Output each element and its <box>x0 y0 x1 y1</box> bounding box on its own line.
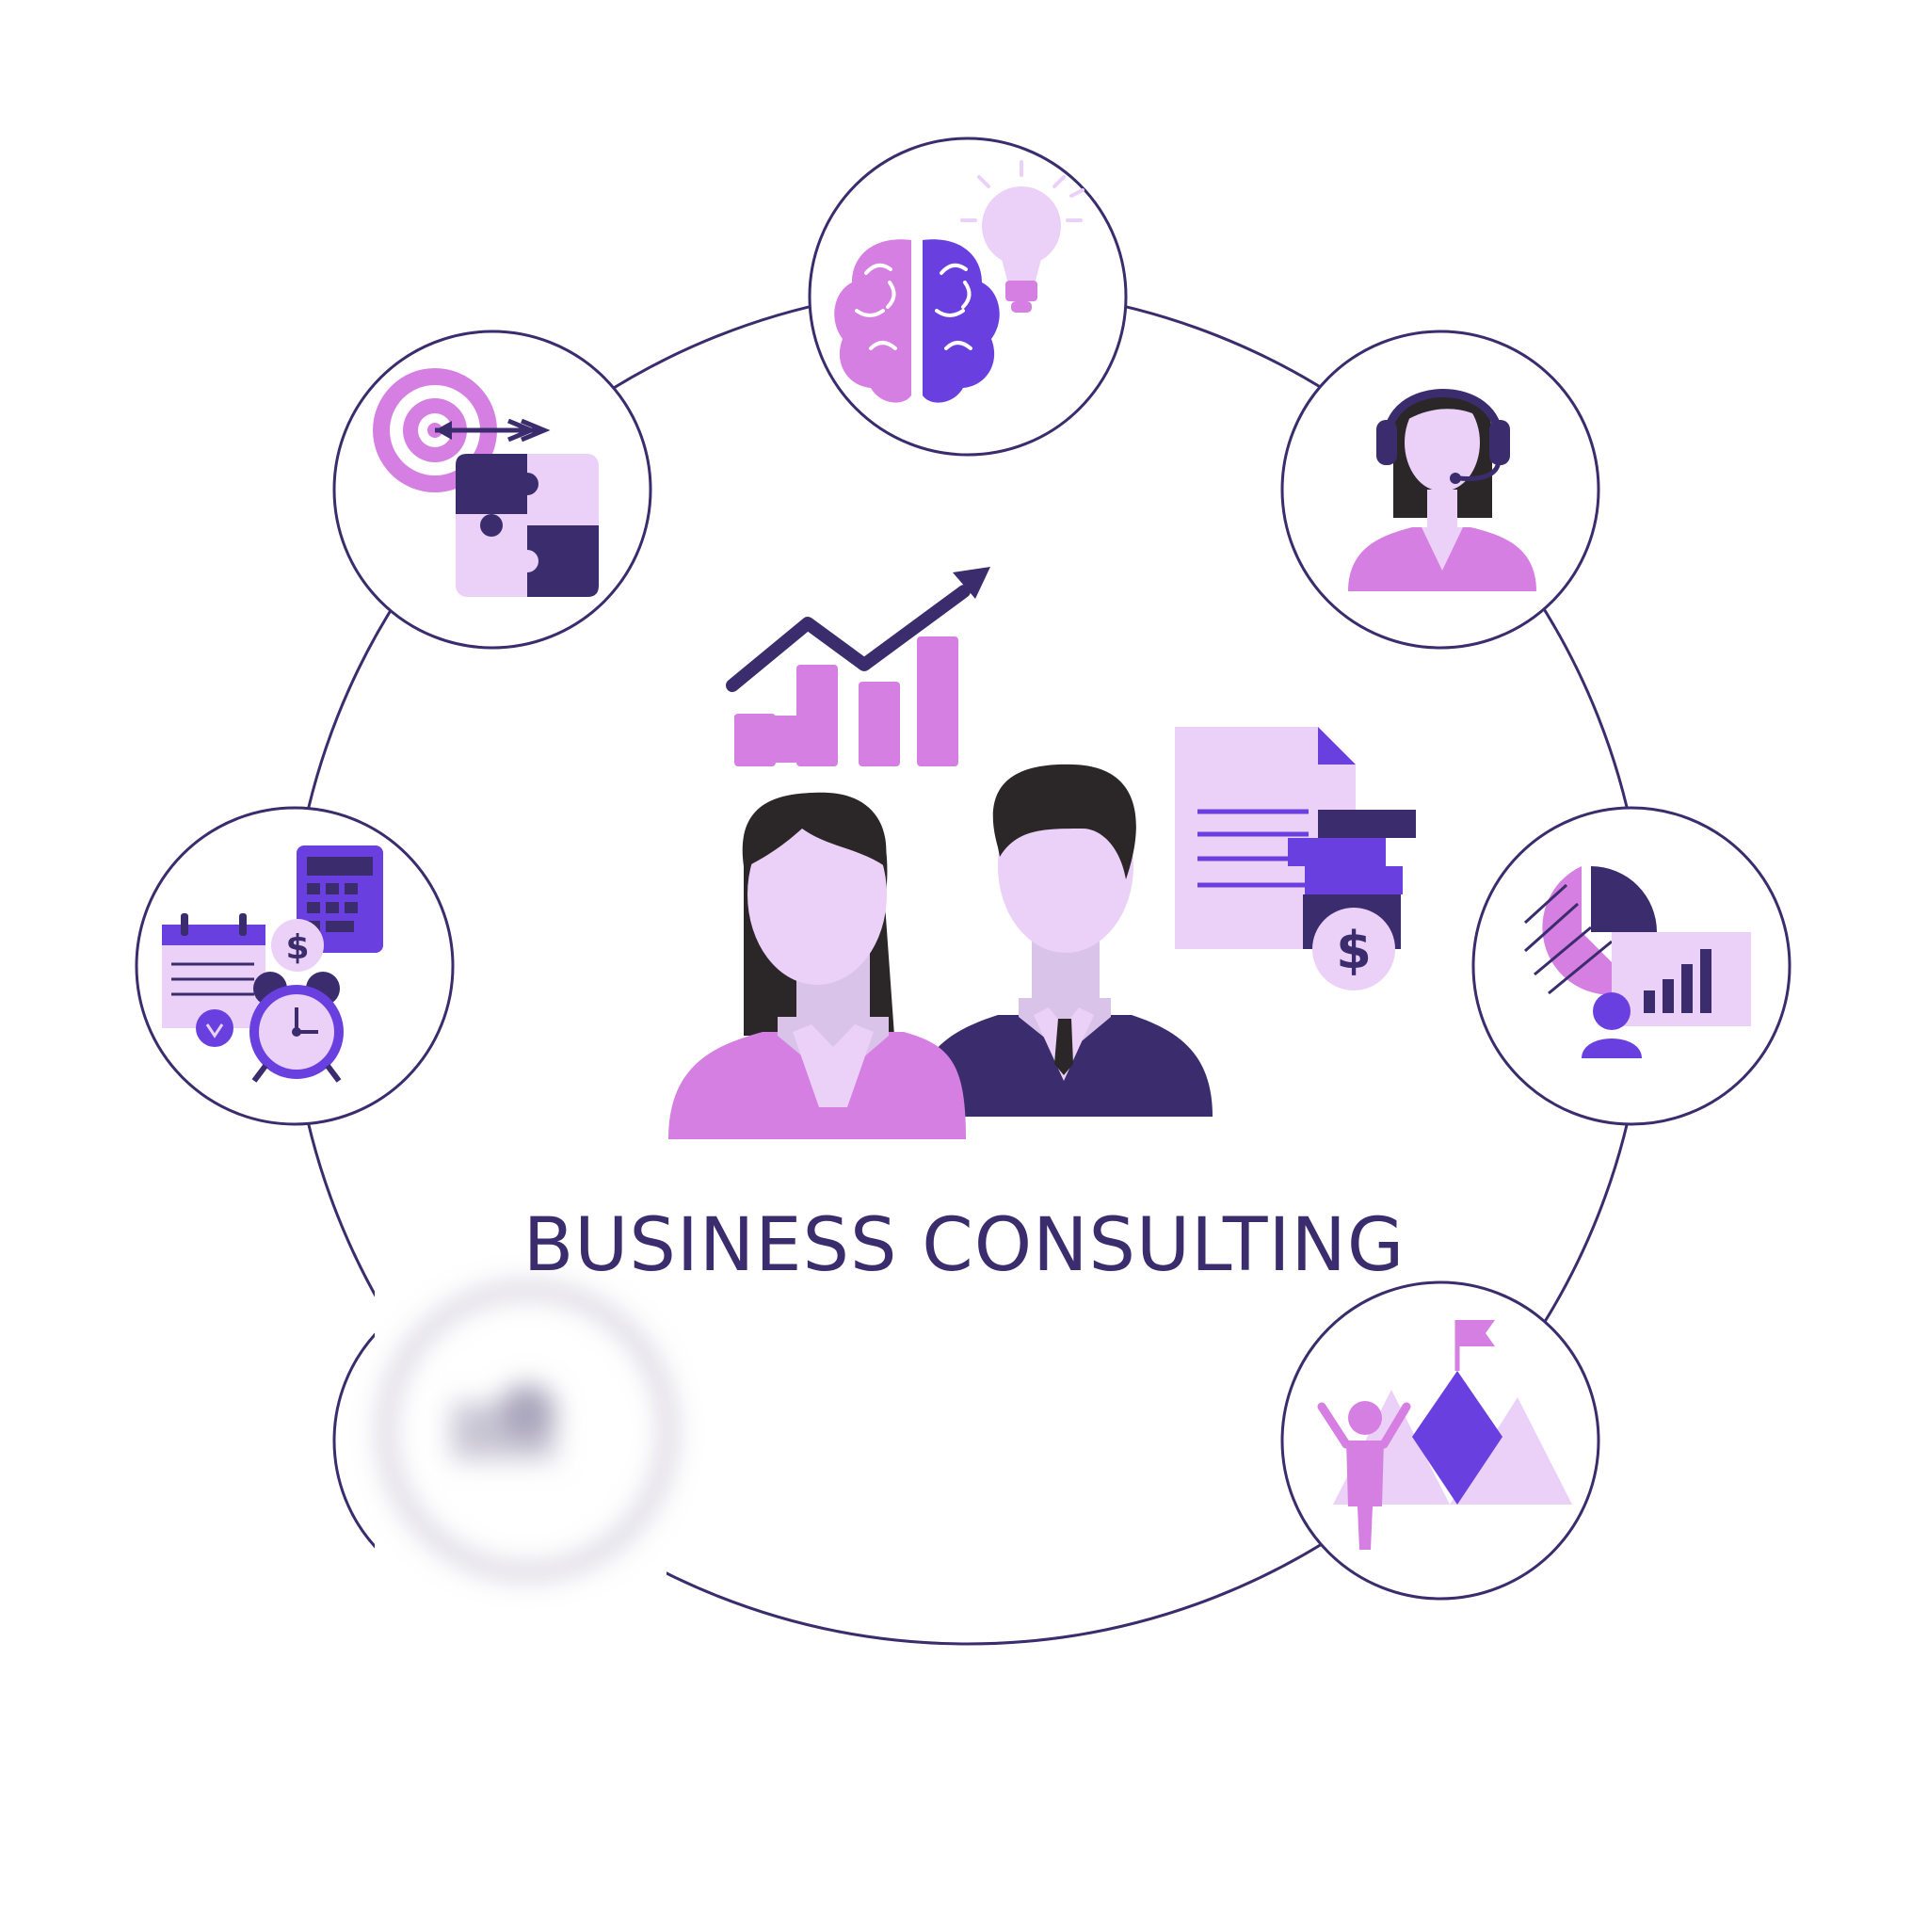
node-success-goal <box>1280 1280 1600 1601</box>
pie-chart-presentation-icon <box>1523 866 1751 1058</box>
coin-dollar-sign: $ <box>285 928 309 967</box>
node-analytics-presentation <box>1471 806 1791 1126</box>
financial-document-icon: $ <box>1175 727 1416 990</box>
headset-agent-icon <box>1348 389 1536 591</box>
node-blurred <box>332 1280 673 1601</box>
calendar-calculator-clock-icon: $ <box>162 845 383 1083</box>
blurred-icon <box>375 1280 673 1601</box>
center-illustration: $ <box>668 567 1416 1139</box>
node-budget-time: $ <box>135 806 455 1126</box>
node-brain-lightbulb <box>808 137 1128 457</box>
businessman-icon <box>913 764 1213 1117</box>
businesswoman-icon <box>668 792 966 1139</box>
document-dollar-sign: $ <box>1336 921 1372 980</box>
diagram-title: BUSINESS CONSULTING <box>522 1203 1406 1288</box>
brain-lightbulb-icon <box>834 160 1084 403</box>
node-target-puzzle <box>332 330 652 650</box>
target-puzzle-icon <box>373 368 599 597</box>
node-support-agent <box>1280 330 1600 650</box>
growth-chart-icon <box>726 567 990 766</box>
mountain-flag-icon <box>1317 1320 1572 1550</box>
